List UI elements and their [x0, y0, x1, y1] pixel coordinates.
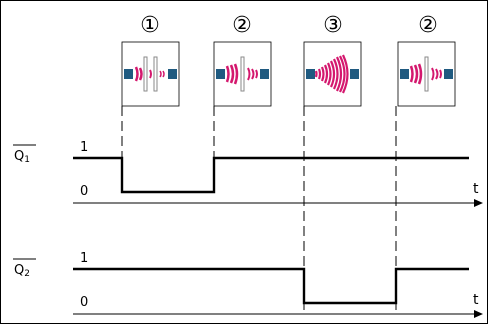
signal-q2-name: Q2 — [14, 263, 30, 279]
signal-q2: Q2 1 0 t — [13, 251, 483, 318]
sensor-icon-1 — [121, 41, 180, 107]
signal-q2-low-label: 0 — [80, 295, 88, 310]
signal-q2-axis-label: t — [473, 292, 479, 308]
signal-q1-high-label: 1 — [80, 140, 88, 155]
signal-q1: Q1 1 0 t — [13, 140, 483, 207]
signal-q1-axis-arrow — [474, 199, 483, 207]
column-number-2: ② — [232, 13, 252, 38]
signal-q1-low-label: 0 — [80, 184, 88, 199]
signal-q1-waveform — [73, 156, 469, 194]
signal-q2-waveform — [73, 267, 469, 305]
signal-q2-high-label: 1 — [80, 251, 88, 266]
sensor-icon-3 — [303, 41, 362, 107]
column-number-3: ③ — [323, 13, 343, 38]
signal-q1-name: Q1 — [14, 149, 30, 165]
sensor-icon-2 — [213, 41, 272, 107]
column-number-4: ② — [418, 13, 438, 38]
signal-q1-axis-label: t — [473, 181, 479, 197]
sensor-icon-4 — [397, 41, 456, 107]
column-number-1: ① — [140, 13, 160, 38]
guide-lines — [121, 106, 397, 310]
signal-q2-axis-arrow — [474, 310, 483, 318]
